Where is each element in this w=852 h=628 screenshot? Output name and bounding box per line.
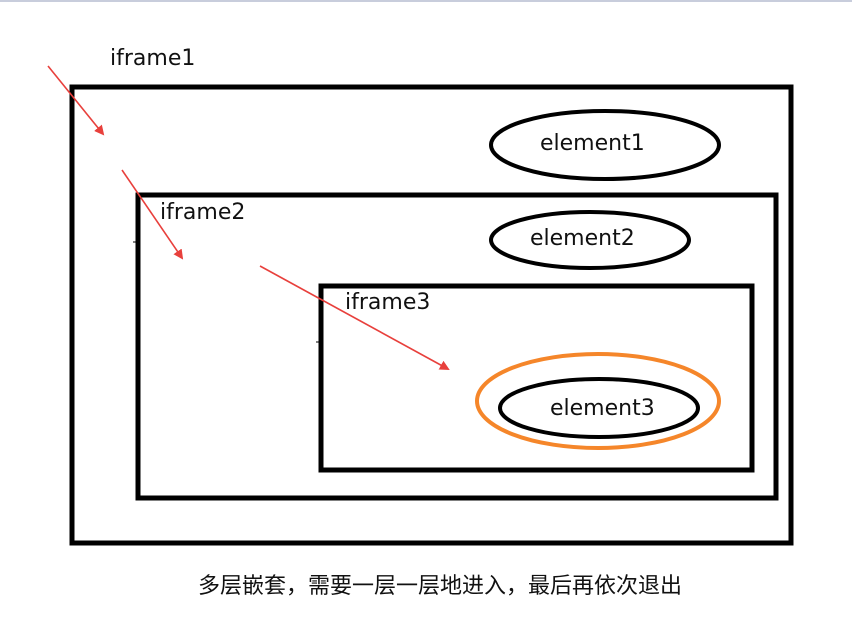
- iframe1-box: [69, 84, 794, 546]
- element2-ellipse: [489, 210, 691, 270]
- arrow-enter-iframe1: [47, 65, 105, 136]
- iframe2-box: [135, 192, 779, 501]
- element3-ellipse: [498, 377, 700, 439]
- iframe2-label: iframe2: [160, 200, 246, 225]
- top-border-line: [0, 0, 852, 2]
- arrow-enter-iframe2: [121, 169, 184, 260]
- iframe3-label: iframe3: [345, 290, 431, 315]
- element3-label: element3: [550, 396, 655, 421]
- element1-label: element1: [540, 131, 645, 156]
- element2-label: element2: [530, 226, 635, 251]
- element1-ellipse: [489, 109, 721, 181]
- iframe1-label: iframe1: [110, 46, 196, 71]
- element3-highlight-ellipse: [475, 352, 721, 450]
- iframe3-box: [318, 283, 755, 473]
- arrow-enter-iframe3: [259, 265, 450, 370]
- caption: 多层嵌套，需要一层一层地进入，最后再依次退出: [197, 574, 682, 599]
